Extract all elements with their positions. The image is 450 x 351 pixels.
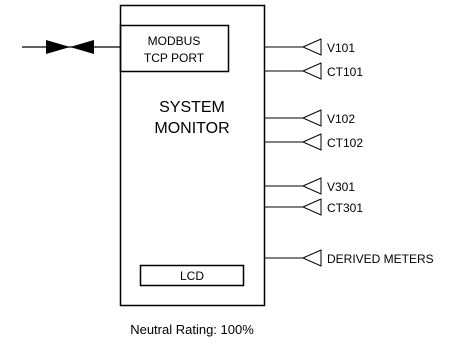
meter-v102: V102 <box>264 109 355 127</box>
meter-triangle-icon <box>301 177 322 195</box>
meter-ct102: CT102 <box>264 133 363 151</box>
modbus-tcp-port-box <box>119 24 230 73</box>
lcd-label: LCD <box>180 269 204 283</box>
system-monitor-title-line2: MONITOR <box>154 120 229 137</box>
meter-label: CT102 <box>327 136 363 150</box>
lcd-box <box>139 264 245 287</box>
meter-v301: V301 <box>264 177 355 195</box>
meter-label: V301 <box>327 180 355 194</box>
meter-label: V102 <box>327 112 355 126</box>
meter-triangle-icon <box>301 198 322 216</box>
meter-v101: V101 <box>264 38 355 56</box>
meter-triangle-icon <box>301 38 322 56</box>
meter-ct101: CT101 <box>264 62 363 80</box>
modbus-port-label-line2: TCP PORT <box>144 51 205 65</box>
modbus-port-label-line1: MODBUS <box>148 34 201 48</box>
network-connector-icon <box>70 40 94 54</box>
meter-label: DERIVED METERS <box>327 252 434 266</box>
meter-triangle-icon <box>301 62 322 80</box>
system-monitor-box <box>119 4 266 307</box>
meter-derived: DERIVED METERS <box>264 249 434 267</box>
meter-ct301: CT301 <box>264 198 363 216</box>
network-connector-icon <box>46 40 70 54</box>
meter-label: CT301 <box>327 201 363 215</box>
meter-triangle-icon <box>301 133 322 151</box>
meter-triangle-icon <box>301 249 322 267</box>
neutral-rating-label: Neutral Rating: 100% <box>130 322 254 337</box>
meter-triangle-icon <box>301 109 322 127</box>
meter-label: CT101 <box>327 65 363 79</box>
system-monitor-title-line1: SYSTEM <box>159 99 225 116</box>
meter-label: V101 <box>327 41 355 55</box>
